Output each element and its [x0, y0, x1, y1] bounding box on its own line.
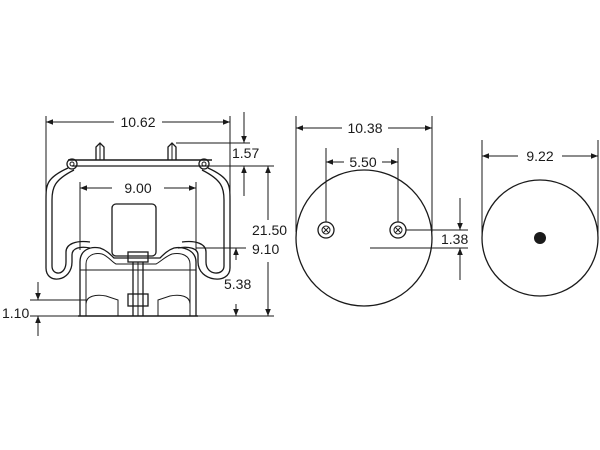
dim-stud-spacing: 5.50	[349, 154, 376, 170]
dim-overall-width: 10.62	[120, 114, 155, 130]
bellows-outer	[45, 167, 91, 280]
piston	[79, 246, 197, 316]
dim-base-height: 1.10	[2, 305, 29, 321]
side-view: 10.62 1.57 9.00 21.50 9.10 5.38 1.10	[2, 112, 287, 336]
stud-hole-left	[317, 221, 335, 239]
dim-top-plate-height: 1.57	[232, 145, 259, 161]
stud-hole-right	[389, 221, 407, 239]
dim-compressed-height: 9.10	[252, 241, 279, 257]
center-hole	[534, 232, 546, 244]
dim-piston-height: 5.38	[224, 276, 251, 292]
dim-stud-offset: 1.38	[441, 231, 468, 247]
center-bolt	[127, 251, 149, 316]
internal-bumper	[111, 203, 157, 257]
dim-plate-diameter: 10.38	[347, 120, 382, 136]
bottom-view: 9.22	[481, 140, 599, 297]
right-stud	[167, 142, 177, 160]
dim-overall-height: 21.50	[252, 222, 287, 238]
dim-piston-width: 9.00	[124, 180, 151, 196]
left-stud	[95, 142, 105, 160]
top-plate-outline	[295, 169, 433, 307]
dim-bottom-diameter: 9.22	[526, 148, 553, 164]
top-view: 10.38 5.50 1.38	[295, 116, 468, 307]
